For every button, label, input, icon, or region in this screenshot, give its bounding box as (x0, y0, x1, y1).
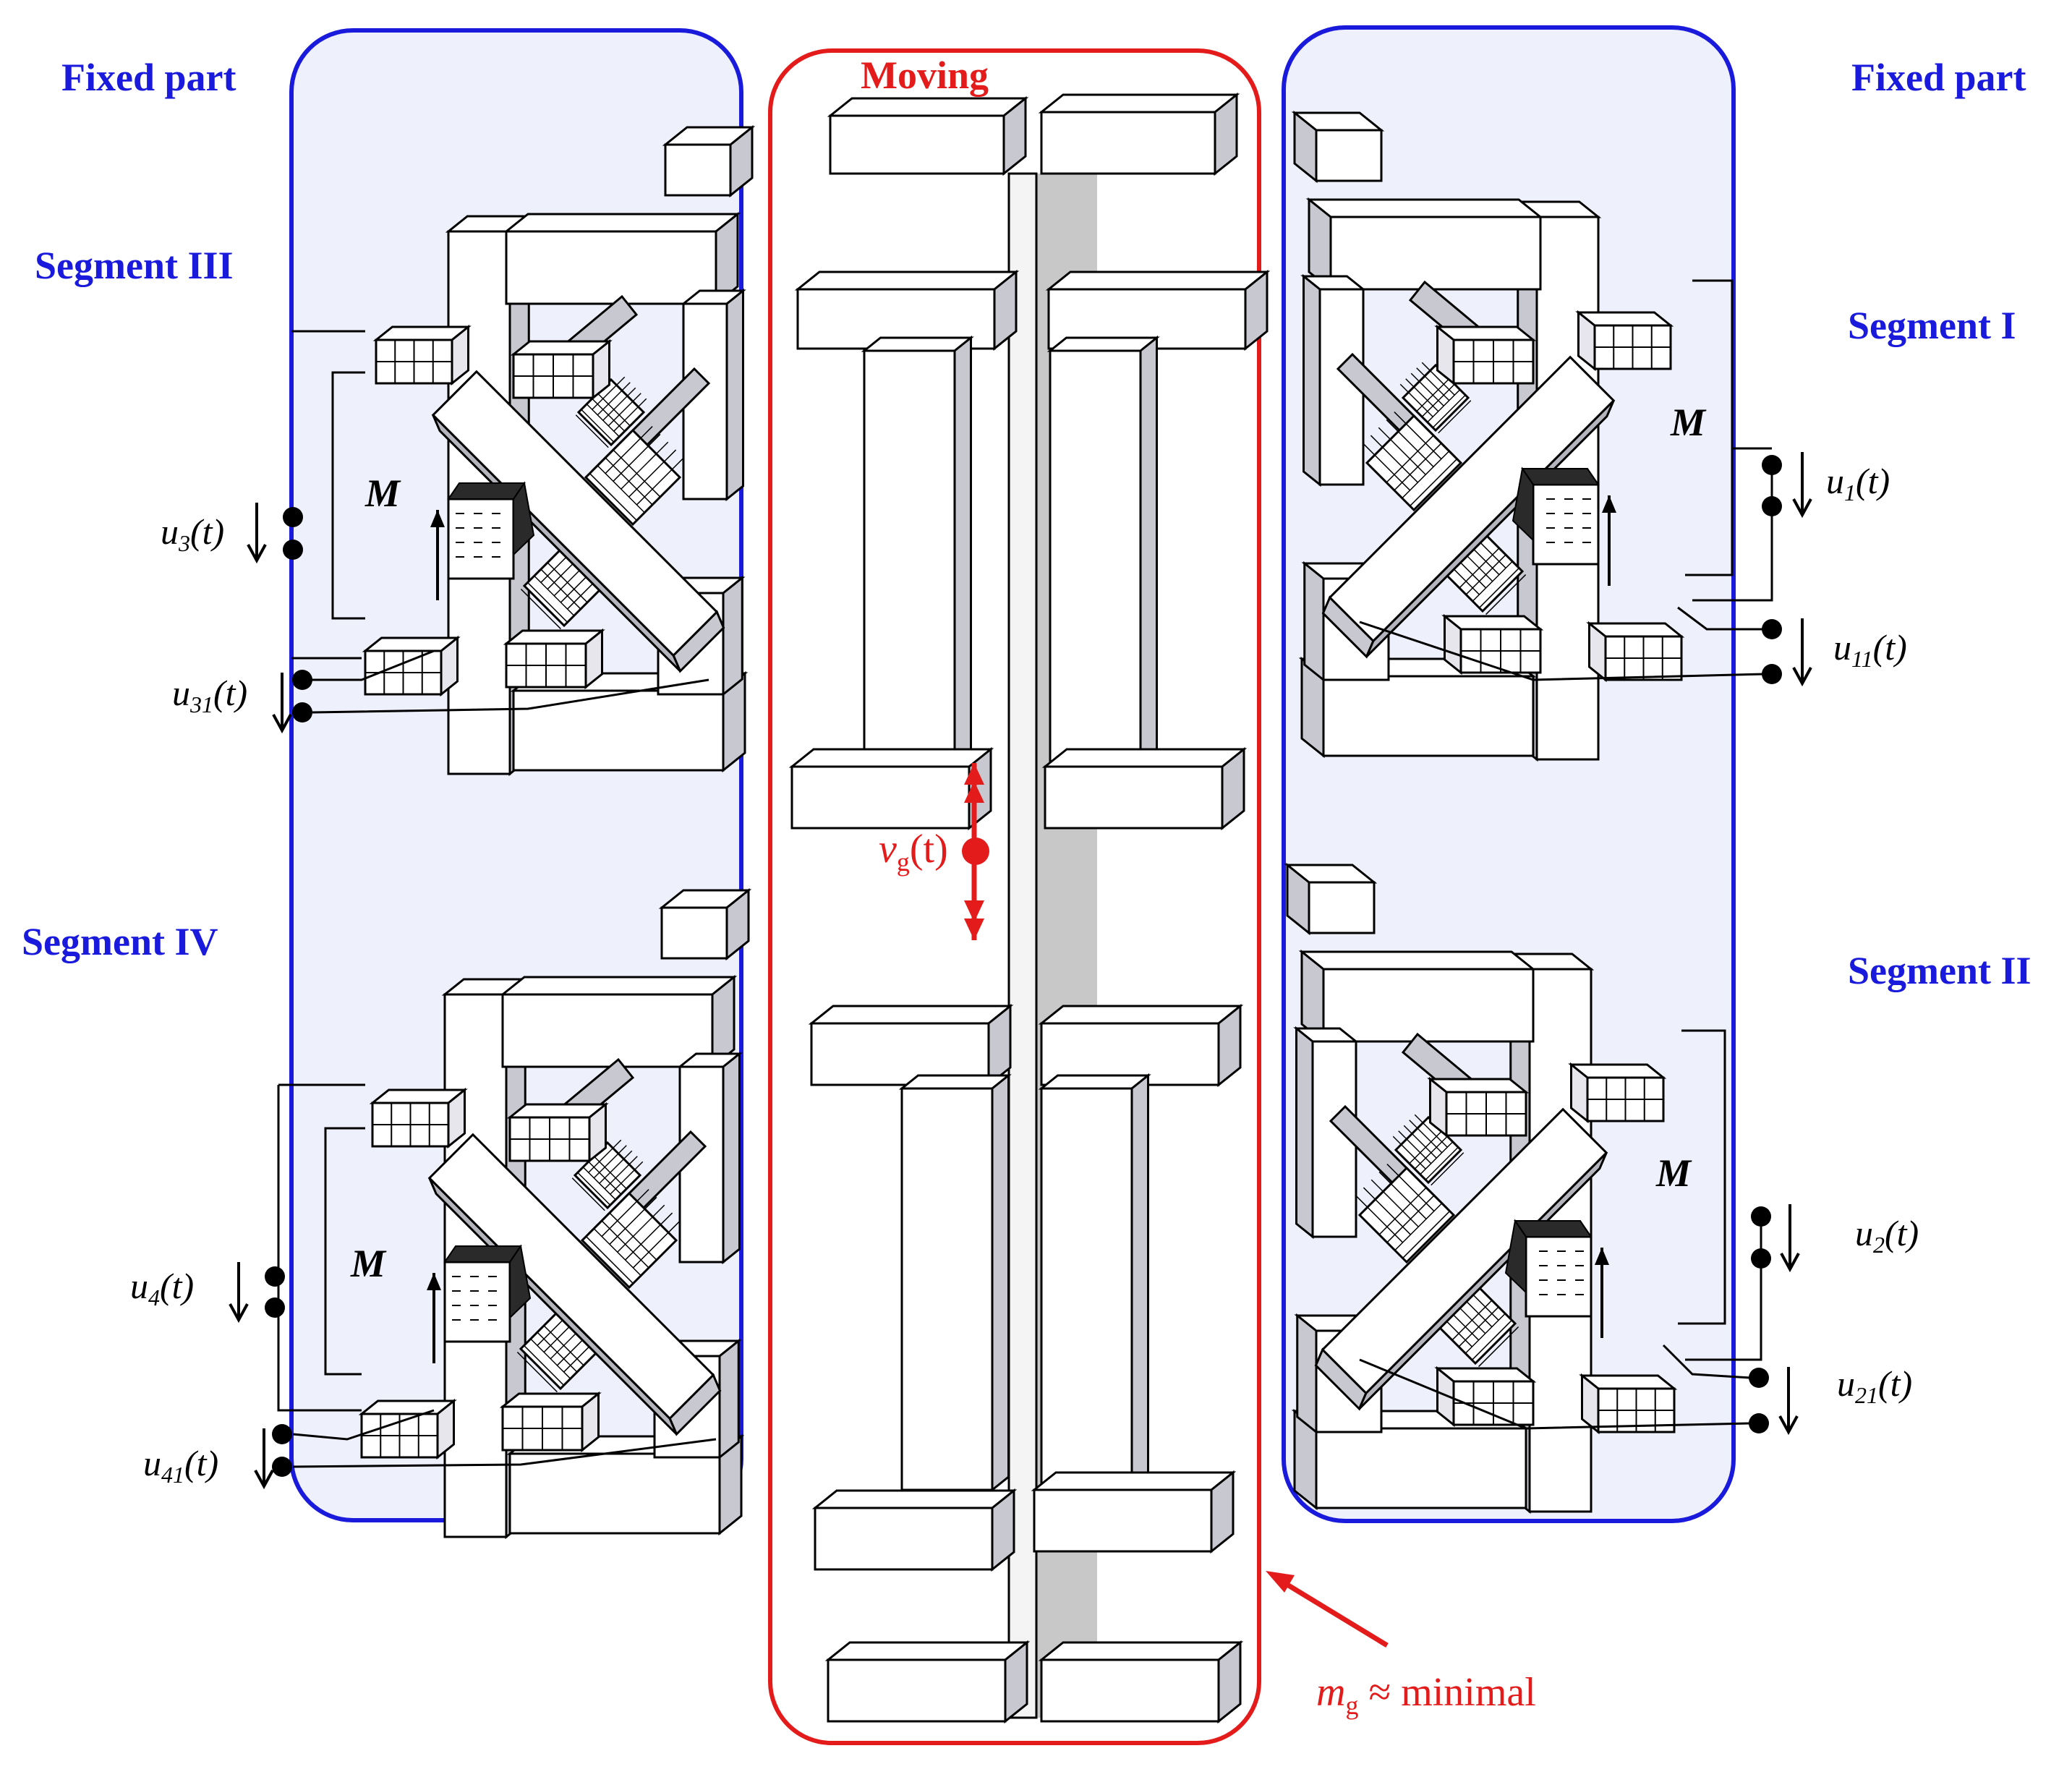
segment-3-mechanism (247, 124, 756, 777)
seg2-piezo-actuator (1504, 1219, 1593, 1318)
seg2-inner (1284, 862, 1678, 1514)
moving-part-label: Moving (861, 54, 989, 97)
moving-clamp-bottom-left (824, 1640, 1031, 1724)
mass-label-seg2: M (1655, 1151, 1692, 1195)
moving-post-upper-left (861, 335, 974, 770)
segment-2-label: Segment II (1848, 949, 2032, 992)
seg1-corner-block (1291, 110, 1385, 184)
seg4-grid-block-bottom (358, 1398, 457, 1460)
moving-pad-mid-upper-left (788, 746, 994, 831)
moving-post-lower-left (898, 1073, 1012, 1493)
mass-label-seg3: M (364, 472, 401, 515)
seg4-right-column (676, 1051, 743, 1265)
seg3-grid-block-bottom (362, 635, 461, 697)
seg1-right-column (1300, 273, 1367, 487)
seg2-top-beam (1298, 949, 1537, 1044)
segment-4-mechanism (229, 887, 752, 1540)
seg3-inner (362, 124, 756, 777)
seg3-lattice-a (581, 426, 684, 529)
moving-clamp-top-left (827, 95, 1029, 176)
signal-u11-label: u11(t) (1833, 627, 1907, 672)
mass-pointer-arrow (1266, 1571, 1389, 1648)
seg3-grid-block-upper (510, 338, 613, 401)
seg4-grid-block-lower (499, 1391, 602, 1453)
seg4-grid-block-top (369, 1087, 468, 1149)
fixed-part-right-label: Fixed part (1851, 56, 2026, 99)
seg3-piezo-actuator (447, 481, 535, 580)
seg1-grid-block-upper (1434, 324, 1537, 386)
seg4-diagonal-beam (427, 1133, 722, 1436)
moving-clamp-top-right (1038, 92, 1240, 176)
moving-pad-lower-right (1031, 1470, 1237, 1554)
fixed-part-left-label: Fixed part (61, 56, 236, 99)
seg4-piezo-actuator (443, 1244, 532, 1343)
seg4-top-beam (499, 974, 738, 1070)
signal-u41-label: u41(t) (143, 1443, 218, 1488)
seg1-lattice-a (1363, 412, 1465, 514)
mass-label-seg4: M (350, 1242, 387, 1285)
segment-4-label: Segment IV (22, 920, 218, 963)
moving-pad-mid-lower-left (808, 1003, 1014, 1088)
moving-mass-label: mg ≈ minimal (1316, 1670, 1536, 1720)
seg1-inner (1291, 110, 1685, 762)
seg2-grid-block-top (1568, 1062, 1667, 1124)
seg3-corner-block (662, 124, 756, 198)
signal-u31-label: u31(t) (172, 673, 247, 717)
velocity-arrow (962, 763, 989, 940)
segment-1-label: Segment I (1848, 304, 2016, 347)
signal-u2-label: u2(t) (1855, 1213, 1919, 1258)
seg4-grid-block-upper (506, 1101, 609, 1164)
segment-3-label: Segment III (35, 244, 234, 287)
velocity-label: vg(t) (879, 827, 948, 877)
moving-blocks (788, 92, 1271, 1724)
moving-post-lower-right (1038, 1073, 1151, 1493)
signal-u4-label: u4(t) (130, 1266, 194, 1311)
seg2-diagonal-beam (1314, 1107, 1608, 1411)
moving-post-upper-right (1046, 335, 1160, 770)
seg3-diagonal-beam (431, 370, 725, 673)
seg1-grid-block-top (1575, 310, 1674, 372)
mass-label-seg1: M (1670, 401, 1707, 444)
signal-u1-label: u1(t) (1826, 461, 1890, 506)
moving-pad-mid-upper-right (1041, 746, 1248, 831)
seg2-lattice-a (1355, 1164, 1458, 1266)
seg1-top-beam (1305, 197, 1544, 292)
signal-u3-label: u3(t) (161, 511, 224, 556)
seg4-inner (358, 887, 752, 1540)
moving-pad-lower-left (811, 1488, 1018, 1572)
seg3-bottom-beam (510, 670, 749, 773)
seg2-right-column (1293, 1026, 1360, 1240)
moving-clamp-bottom-right (1038, 1640, 1244, 1724)
seg1-piezo-actuator (1512, 466, 1600, 566)
seg3-grid-block-top (372, 324, 472, 386)
seg1-diagonal-beam (1321, 355, 1616, 659)
seg2-grid-block-bottom (1579, 1373, 1678, 1435)
seg3-top-beam (503, 211, 741, 307)
seg3-grid-block-lower (503, 628, 605, 690)
seg4-corner-block (658, 887, 752, 961)
segment-1-mechanism (1291, 110, 1812, 762)
moving-pad-mid-lower-right (1038, 1003, 1244, 1088)
seg1-grid-block-bottom (1586, 621, 1685, 683)
seg2-grid-block-upper (1427, 1076, 1530, 1138)
seg2-corner-block (1284, 862, 1378, 936)
segment-2-mechanism (1284, 862, 1800, 1514)
signal-u21-label: u21(t) (1837, 1363, 1912, 1408)
seg1-grid-block-lower (1441, 613, 1544, 676)
